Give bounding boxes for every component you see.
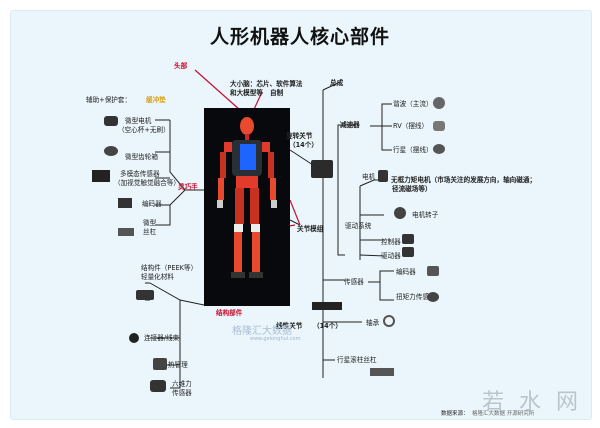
chip-icon	[402, 247, 414, 257]
motor-icon	[378, 170, 388, 182]
label-harmonic: 谐波（主流）	[393, 100, 433, 108]
label-peek: 结构件（PEEK等）	[141, 264, 198, 272]
screw-icon	[118, 228, 134, 236]
cable-icon	[129, 333, 139, 343]
label-sensor: 传感器	[344, 278, 364, 286]
label-planetary: 行星（摆线）	[393, 146, 433, 154]
sensor-icon	[427, 266, 439, 276]
label-micro-gear: 微型齿轮箱	[125, 153, 158, 161]
label-multi-sensor: 多模态传感器	[120, 170, 160, 178]
label-motor: 电机	[362, 173, 376, 181]
label-six-axis-2: 传感器	[172, 389, 192, 397]
fan-icon	[153, 358, 167, 370]
label-dexterous-hand: 灵巧手	[178, 183, 198, 191]
linear-joint-icon	[312, 302, 342, 310]
label-encoder: 编码器	[396, 268, 416, 276]
label-micro-screw: 微型	[143, 219, 157, 227]
label-controller: 控制器	[381, 238, 401, 246]
gear-icon	[433, 121, 445, 131]
link-rotary-joint	[289, 149, 314, 166]
label-torque-sensor: 扭矩力传感器	[396, 293, 436, 301]
label-planetary-roller: 行星滚柱丝杠	[337, 356, 377, 364]
label-assembly: 总成	[330, 79, 344, 87]
watermark: 格隆汇大数据	[232, 326, 292, 337]
label-connector: 连接器/线束	[144, 334, 180, 342]
motor-icon	[104, 116, 118, 126]
bearing-icon	[383, 315, 395, 327]
robot-image	[204, 108, 290, 306]
label-hollow-cup-2: （空心杯+无刷）	[118, 126, 170, 134]
label-frameless-2: 径流磁场等）	[392, 185, 432, 193]
sensor-icon	[427, 292, 439, 302]
label-frameless: 无框力矩电机（市场关注的发展方向，轴向磁通；	[391, 176, 537, 184]
chip-icon	[402, 234, 414, 244]
label-driver: 驱动器	[381, 252, 401, 260]
label-linear-count: （14个）	[313, 322, 342, 330]
label-thermal: 热管理	[168, 361, 188, 369]
source-label: 数据来源：	[441, 411, 469, 417]
label-hollow-cup: 微型电机	[125, 117, 152, 125]
corner-watermark: 若 水 网	[482, 390, 582, 415]
sensor-icon	[92, 170, 110, 182]
label-rotary-joint: 旋转关节	[286, 132, 313, 140]
humanoid-robot-icon	[217, 117, 277, 278]
motor-icon	[394, 207, 406, 219]
source-value: 格隆汇大数据 开源研究所	[472, 411, 535, 417]
gear-icon	[433, 97, 445, 109]
label-brain-3: 自制	[270, 89, 284, 97]
page-title: 人形机器人核心部件	[209, 26, 390, 48]
label-micro-screw-2: 丝杠	[143, 228, 157, 236]
label-six-axis: 六维力	[172, 380, 192, 388]
label-hand-encoder: 编码器	[142, 200, 162, 208]
screw-icon	[370, 368, 394, 376]
label-multi-sensor-2: （加视觉触觉融合等）	[114, 179, 180, 187]
label-structural: 结构部件	[216, 309, 243, 317]
label-head: 头部	[174, 62, 188, 70]
label-protection-val: 缓冲垫	[146, 96, 166, 104]
label-light: 轻量化材料	[141, 273, 174, 281]
label-rv: RV（摆线）	[393, 122, 429, 130]
gear-icon	[104, 146, 118, 156]
link-joint-module	[289, 219, 301, 226]
label-joint-module: 关节模组	[297, 225, 324, 233]
rotary-joint-icon	[311, 160, 333, 178]
label-brain: 大小脑：芯片、软件算法	[230, 80, 303, 88]
watermark-sub: www.gelonghui.com	[250, 336, 301, 342]
gear-icon	[433, 144, 445, 154]
sensor-icon	[118, 198, 132, 208]
structure-icon	[136, 290, 154, 300]
label-motor-rotor: 电机转子	[412, 211, 439, 219]
label-brain-2: 和大模型等	[230, 89, 263, 97]
label-protection: 辅助+保护套：	[86, 96, 132, 104]
label-drive-system: 驱动系统	[345, 222, 372, 230]
label-linear-joint: 线性关节	[276, 322, 303, 330]
sensor-icon	[150, 380, 166, 392]
label-rotary-count: （14个）	[289, 141, 318, 149]
label-reducer: 减速器	[340, 121, 360, 129]
label-bearing: 轴承	[366, 319, 380, 327]
mindmap-board	[10, 10, 592, 420]
